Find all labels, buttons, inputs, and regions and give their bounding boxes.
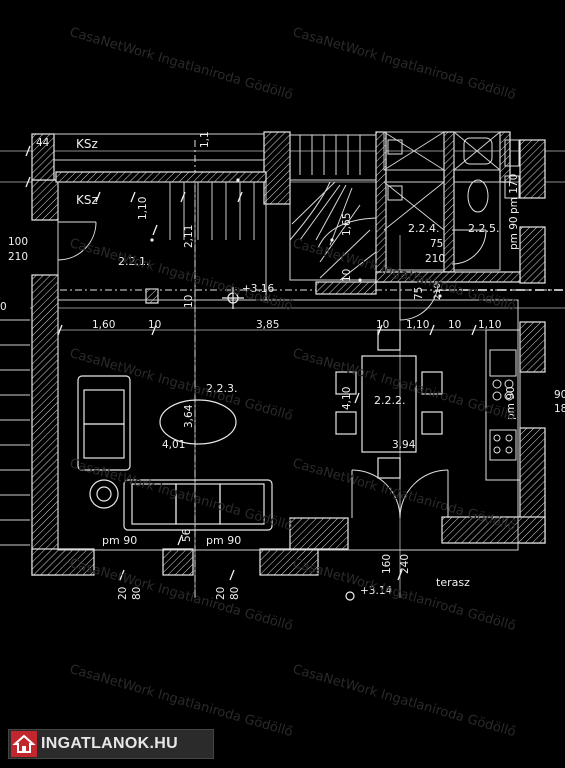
doors (57, 221, 487, 519)
dim-10-a: 10 (341, 269, 353, 282)
dim-0: 0 (0, 301, 7, 313)
dim-364: 3,64 (183, 404, 195, 428)
dim-110-b: 1,10 (406, 319, 429, 331)
room-2-2-2: 2.2.2. (374, 394, 406, 407)
label-ksz-2: KSz (76, 193, 98, 207)
dim-410: 4,10 (341, 387, 353, 410)
staircase (289, 134, 377, 281)
dim-18: 18 (554, 403, 565, 415)
dim-56: 56 (181, 528, 193, 542)
label-pm90-d: pm 90 (505, 386, 517, 420)
dim-110-c: 1,10 (478, 319, 501, 331)
level-marker (222, 287, 355, 601)
level-terrace: +3.14 (360, 585, 392, 597)
room-2-2-3: 2.2.3. (206, 382, 238, 395)
dim-20-a: 20 (117, 587, 129, 600)
dim-10-c: 10 (148, 319, 161, 331)
dim-110: 1,10 (137, 197, 149, 220)
dim-100: 100 (8, 236, 28, 248)
kitchen-fixtures (485, 329, 521, 481)
dim-11: 1,1 (199, 131, 211, 148)
room-outlines (54, 131, 519, 551)
label-terasz: terasz (436, 576, 470, 589)
site-badge[interactable]: INGATLANOK.HU (8, 729, 214, 759)
label-pm170: pm 170 (508, 174, 520, 214)
dim-210-c: 210 (433, 283, 443, 300)
house-icon (11, 731, 37, 757)
dim-75-a: 75 (430, 238, 443, 250)
dimension-ticks (25, 145, 477, 581)
dim-75-b: 75 (413, 287, 425, 300)
left-stairs (0, 319, 30, 546)
label-pm90-a: pm 90 (102, 534, 137, 547)
label-pm90-b: pm 90 (206, 534, 241, 547)
dim-394: 3,94 (392, 439, 416, 451)
dim-80-b: 80 (229, 587, 241, 600)
dim-165: 1,65 (341, 213, 353, 236)
living-furniture (77, 375, 273, 531)
bathroom-fixtures (387, 137, 520, 213)
dim-20-b: 20 (215, 587, 227, 600)
level-main: +3.16 (242, 283, 274, 295)
room-2-2-5: 2.2.5. (468, 222, 500, 235)
walls (31, 131, 546, 576)
hall-lines (169, 182, 255, 240)
dining-table (335, 329, 443, 479)
dim-80-a: 80 (131, 587, 143, 600)
dim-385: 3,85 (256, 319, 279, 331)
label-pm90-c: pm 90 (508, 216, 520, 250)
dim-160-v: 160 (381, 554, 393, 574)
plan-texts: 44 KSz KSz 1,1 1,10 2,11 1,65 100 210 0 … (0, 131, 565, 600)
dimension-dots (150, 178, 442, 298)
dim-10-e: 10 (448, 319, 461, 331)
dim-44: 44 (36, 137, 50, 149)
dim-160: 1,60 (92, 319, 115, 331)
dim-90: 90 (554, 389, 565, 401)
dim-211: 2,11 (183, 225, 195, 248)
dim-10-b: 10 (183, 295, 195, 308)
dim-210-b: 210 (425, 253, 445, 265)
room-2-2-1: 2.2.1. (118, 255, 150, 268)
dim-210-a: 210 (8, 251, 28, 263)
dim-240: 240 (399, 554, 411, 574)
dim-401: 4,01 (162, 439, 185, 451)
dim-10-d: 10 (376, 319, 389, 331)
room-2-2-4: 2.2.4. (408, 222, 440, 235)
label-ksz-1: KSz (76, 137, 98, 151)
site-name: INGATLANOK.HU (41, 735, 178, 752)
